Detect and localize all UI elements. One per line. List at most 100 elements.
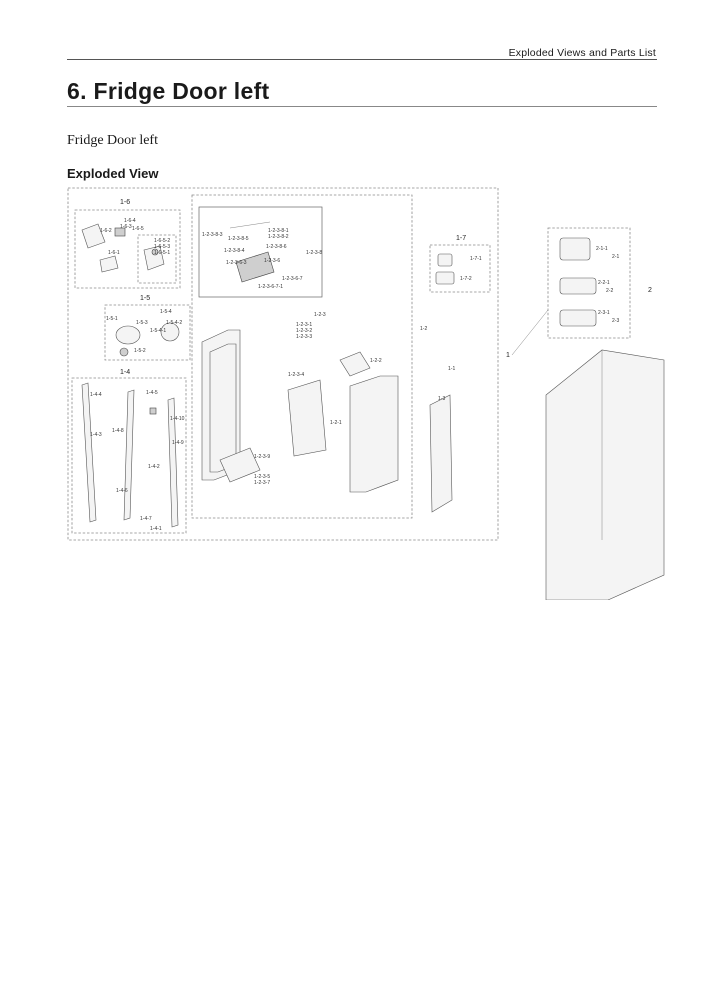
refrigerator-cabinet <box>545 349 665 600</box>
callout-1-2-3-7: 1-2-3-7 <box>254 480 270 486</box>
callout-1-2-3-8-1: 1-2-3-8-1 <box>268 228 289 234</box>
callout-1-6-4: 1-6-4 <box>124 218 136 224</box>
callout-1-4-5: 1-4-5 <box>146 390 158 396</box>
part-1-6-1 <box>99 255 119 273</box>
callout-1-2-3-4: 1-2-3-4 <box>288 372 304 378</box>
callout-1-2-3-6: 1-2-3-6 <box>264 258 280 264</box>
callout-1-5-1: 1-5-1 <box>106 316 118 322</box>
callout-2-3-1: 2-3-1 <box>598 310 610 316</box>
callout-1-2-3-5: 1-2-3-5 <box>254 474 270 480</box>
part-1-2-3-9 <box>219 447 261 483</box>
callout-1-5-4-1: 1-5-4-1 <box>150 328 166 334</box>
callout-1-2-3-8-3: 1-2-3-8-3 <box>202 232 223 238</box>
group-1-6-5-frame <box>137 234 177 284</box>
part-2-1 <box>559 237 591 261</box>
chapter-title: 6. Fridge Door left <box>67 78 270 104</box>
part-1-4-9 <box>167 397 179 528</box>
callout-1-7-2: 1-7-2 <box>460 276 472 282</box>
title-rule <box>67 106 657 107</box>
part-2-2 <box>559 277 597 295</box>
callout-1-2-3-8: 1-2-3-8 <box>306 250 322 256</box>
part-1-5-4 <box>160 322 180 342</box>
callout-1-4: 1-4 <box>120 369 130 376</box>
part-1-2-2 <box>339 351 371 377</box>
part-1-5-3 <box>115 325 141 345</box>
callout-1-4-7: 1-4-7 <box>140 516 152 522</box>
callout-1-4-1: 1-4-1 <box>150 526 162 532</box>
callout-1-4-8: 1-4-8 <box>112 428 124 434</box>
callout-1-1: 1-1 <box>448 366 455 372</box>
group-1-frame <box>67 187 499 541</box>
section-caption: Fridge Door left <box>67 133 158 148</box>
callout-1-2-1: 1-2-1 <box>330 420 342 426</box>
callout-2-1-1: 2-1-1 <box>596 246 608 252</box>
callout-2-3: 2-3 <box>612 318 619 324</box>
callout-1-2-3-8-5: 1-2-3-8-5 <box>228 236 249 242</box>
callout-1-2-3-6-7: 1-2-3-6-7 <box>282 276 303 282</box>
part-1-4-8 <box>123 389 135 521</box>
callout-1-4-3: 1-4-3 <box>90 432 102 438</box>
callout-1: 1 <box>506 352 510 359</box>
callout-2-2-1: 2-2-1 <box>598 280 610 286</box>
callout-1-5-4-2: 1-5-4-2 <box>166 320 182 326</box>
callout-1-6-2: 1-6-2 <box>100 228 112 234</box>
callout-1-6-5: 1-6-5 <box>132 226 144 232</box>
callout-1-7: 1-7 <box>456 235 466 242</box>
callout-1-6-5-1: 1-6-5-1 <box>154 250 170 256</box>
part-1-2-door-panel <box>349 375 399 493</box>
callout-1-6-1: 1-6-1 <box>108 250 120 256</box>
callout-1-6-5-2: 1-6-5-2 <box>154 238 170 244</box>
callout-2-2: 2-2 <box>606 288 613 294</box>
callout-1-2-3-3: 1-2-3-3 <box>296 334 312 340</box>
part-1-6-2 <box>81 223 106 249</box>
group-2-frame <box>547 227 631 339</box>
group-1-7-frame <box>429 244 491 293</box>
group-1-6-frame <box>74 209 181 289</box>
callout-1-6-3: 1-6-3 <box>120 224 132 230</box>
leader-1-2-3-8-3 <box>229 221 271 229</box>
callout-1-6-5-3: 1-6-5-3 <box>154 244 170 250</box>
callout-1-2-3-9: 1-2-3-9 <box>254 454 270 460</box>
callout-1-3: 1-3 <box>438 396 445 402</box>
callout-1-2-3-8-6: 1-2-3-8-6 <box>266 244 287 250</box>
callout-1-2-3-1: 1-2-3-1 <box>296 322 312 328</box>
callout-1-5-2: 1-5-2 <box>134 348 146 354</box>
callout-1-2-3: 1-2-3 <box>314 312 326 318</box>
callout-1-4-9: 1-4-9 <box>172 440 184 446</box>
callout-1-4-10: 1-4-10 <box>170 416 185 422</box>
callout-1-2-2: 1-2-2 <box>370 358 382 364</box>
callout-2-1: 2-1 <box>612 254 619 260</box>
callout-1-5-4: 1-5-4 <box>160 309 172 315</box>
part-1-6-5 <box>143 245 165 271</box>
part-1-6-3 <box>114 227 126 237</box>
part-2-3 <box>559 309 597 327</box>
part-1-2-3-8 <box>235 251 275 283</box>
part-1-3-gasket <box>429 394 453 513</box>
part-1-5-2 <box>119 347 129 357</box>
part-1-4-3 <box>81 382 97 523</box>
callout-1-4-6: 1-4-6 <box>116 488 128 494</box>
callout-1-2: 1-2 <box>420 326 427 332</box>
part-1-7-1 <box>437 253 453 267</box>
callout-1-2-3-6-3: 1-2-3-6-3 <box>226 260 247 266</box>
callout-1-2-3-8-4: 1-2-3-8-4 <box>224 248 245 254</box>
callout-1-6: 1-6 <box>120 199 130 206</box>
exploded-view-heading: Exploded View <box>67 166 159 181</box>
part-1-6-5-1 <box>151 248 159 256</box>
callout-1-7-1: 1-7-1 <box>470 256 482 262</box>
group-1-4-frame <box>71 377 187 534</box>
group-1-2-3-8-frame <box>198 206 323 298</box>
callout-1-2-3-2: 1-2-3-2 <box>296 328 312 334</box>
part-1-4-5 <box>149 407 157 415</box>
header-rule <box>67 59 657 60</box>
callout-1-2-3-8-2: 1-2-3-8-2 <box>268 234 289 240</box>
callout-1-2-3-6-7-1: 1-2-3-6-7-1 <box>258 284 283 290</box>
callout-1-5-3: 1-5-3 <box>136 320 148 326</box>
leader-group-2 <box>511 309 549 356</box>
running-header: Exploded Views and Parts List <box>508 47 656 59</box>
callout-2: 2 <box>648 287 652 294</box>
callout-1-4-4: 1-4-4 <box>90 392 102 398</box>
group-1-2-frame <box>191 194 413 519</box>
group-1-5-frame <box>104 304 191 361</box>
callout-1-5: 1-5 <box>140 295 150 302</box>
